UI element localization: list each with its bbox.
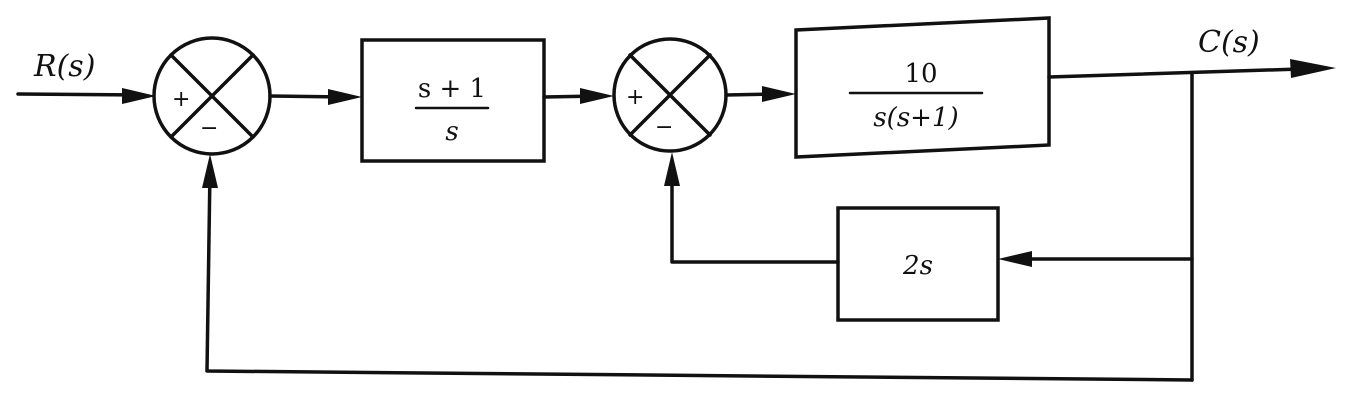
output-label: C(s) — [1198, 25, 1260, 60]
sum1-feedback-arrow — [202, 154, 218, 188]
controller-numerator: s + 1 — [418, 74, 486, 104]
outer-feedback-line — [205, 168, 1194, 382]
sum2-plus-sign: + — [626, 85, 644, 110]
feedback-block-label: 2s — [902, 251, 933, 281]
input-label: R(s) — [33, 49, 95, 84]
controller-block: s + 1 s — [360, 38, 546, 163]
input-arrow — [122, 88, 156, 104]
input-line — [16, 92, 142, 97]
sum2-feedback-arrow — [664, 152, 680, 186]
plant-input-arrow — [762, 86, 796, 102]
sum1-plus-sign: + — [172, 87, 190, 112]
inner-feedback-return-line — [670, 168, 840, 264]
sum2-minus-sign: − — [655, 115, 673, 140]
output-line — [1047, 67, 1302, 79]
output-arrow — [1290, 59, 1336, 78]
summing-junction-1: + − — [152, 36, 272, 156]
sum2-input-arrow — [580, 88, 614, 104]
controller-denominator: s — [445, 117, 458, 147]
plant-block: 10 s(s+1) — [794, 16, 1051, 159]
summing-junction-2: + − — [612, 37, 728, 153]
feedback-block: 2s — [836, 206, 1000, 322]
controller-input-arrow — [328, 89, 362, 105]
plant-numerator: 10 — [904, 59, 937, 89]
feedback-block-input-arrow — [998, 251, 1032, 267]
plant-denominator: s(s+1) — [873, 103, 958, 133]
sum1-minus-sign: − — [200, 116, 218, 141]
